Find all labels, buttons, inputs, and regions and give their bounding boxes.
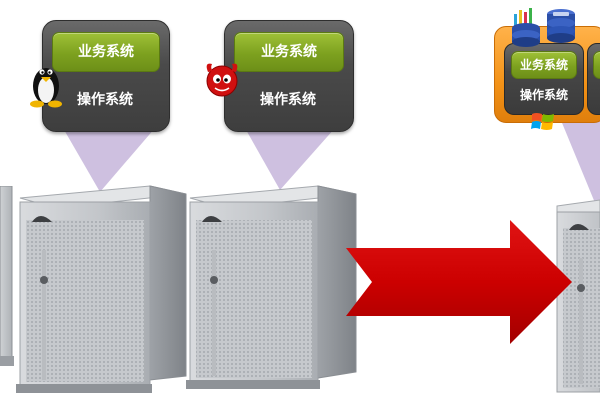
business-system-label: 业务系统 — [52, 32, 160, 72]
virtual-machine-card-partial — [587, 43, 600, 115]
business-system-label: 业务系统 — [234, 32, 344, 72]
operating-system-label: 操作系统 — [77, 92, 133, 108]
migration-arrow — [346, 220, 572, 344]
operating-system-label: 操作系统 — [260, 92, 316, 108]
windows-logo-icon — [531, 113, 554, 130]
server-tower-2 — [186, 185, 357, 389]
server-tower-virtualized — [556, 199, 600, 393]
virtual-machine-card: 业务系统 操作系统 — [504, 43, 584, 115]
server-tower-1 — [16, 185, 187, 393]
projection-wedge-freebsd — [245, 128, 335, 190]
business-system-label: 业务系统 — [511, 51, 577, 79]
storage-icon — [547, 9, 575, 43]
freebsd-daemon-icon — [206, 63, 238, 97]
business-system-block — [593, 51, 600, 79]
server-tower-partial-left — [0, 186, 14, 366]
operating-system-label: 操作系统 — [519, 88, 568, 102]
database-icon — [512, 8, 540, 47]
linux-penguin-icon — [30, 68, 62, 108]
virtualization-container: 业务系统 操作系统 — [494, 26, 600, 123]
projection-wedge-vm — [560, 118, 600, 215]
system-card-linux: 业务系统 操作系统 — [42, 20, 170, 132]
projection-wedge-linux — [63, 128, 155, 192]
migration-arrow-shape — [346, 220, 572, 344]
system-card-freebsd: 业务系统 操作系统 — [224, 20, 354, 132]
